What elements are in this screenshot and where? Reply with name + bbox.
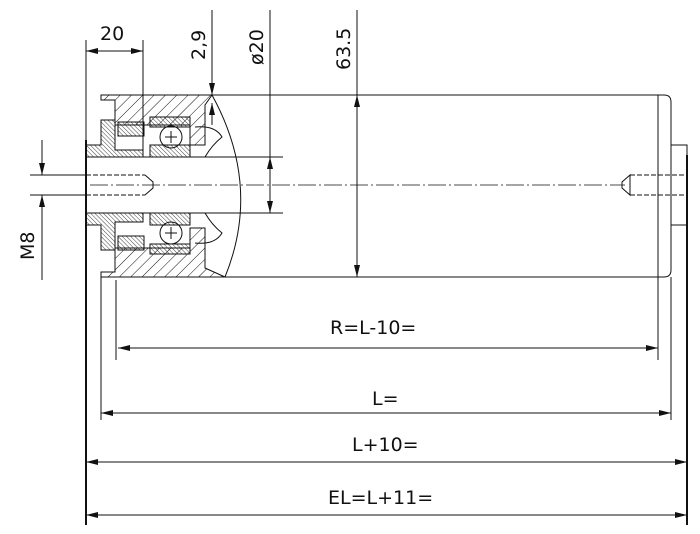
dim-housing-width: 20: [85, 23, 144, 150]
label-shaft-diameter: ø20: [246, 29, 268, 65]
label-wall-thickness: 2,9: [188, 30, 210, 60]
dim-shaft-diameter: ø20: [246, 10, 273, 213]
dim-length-plus-10: L+10=: [86, 434, 687, 465]
dim-thread: M8: [17, 140, 86, 280]
label-housing-width: 20: [100, 23, 124, 45]
bearing-housing-section: [85, 94, 283, 525]
dim-length: L=: [101, 277, 672, 420]
label-tube-diameter: 63.5: [333, 28, 355, 70]
right-shaft-end: [621, 144, 688, 525]
label-length-plus-10: L+10=: [352, 434, 419, 456]
label-length: L=: [372, 388, 399, 410]
label-overall-length: EL=L+11=: [328, 487, 433, 509]
ball-bearing-icon: [159, 125, 183, 245]
dim-roller-length: R=L-10=: [118, 317, 658, 351]
label-thread: M8: [17, 232, 39, 260]
dim-tube-diameter: 63.5: [333, 10, 360, 277]
dim-wall-thickness: 2,9: [188, 10, 215, 125]
dim-overall-length: EL=L+11=: [86, 487, 687, 518]
label-roller-length: R=L-10=: [330, 317, 416, 339]
